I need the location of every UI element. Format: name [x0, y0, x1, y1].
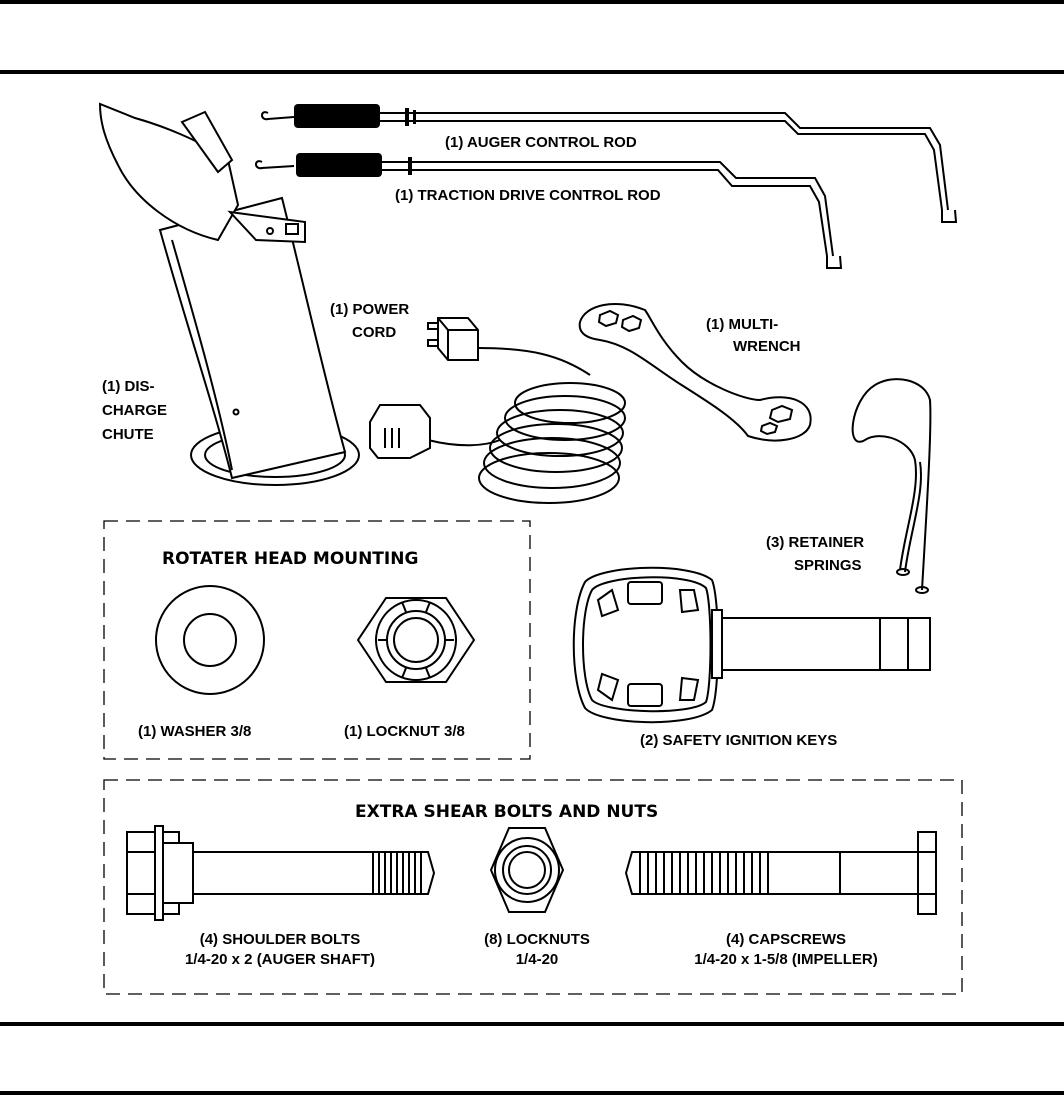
retainer-label-2: SPRINGS	[794, 557, 862, 574]
washer-label: (1) WASHER 3/8	[138, 723, 251, 740]
locknut-1-4	[489, 827, 565, 913]
multi-wrench-label-1: (1) MULTI-	[706, 316, 778, 333]
retainer-spring	[851, 378, 932, 594]
shear-bolts-heading: EXTRA SHEAR BOLTS AND NUTS	[355, 802, 658, 822]
header-rule	[0, 70, 1064, 74]
traction-drive-control-rod	[255, 153, 843, 269]
washer-3-8	[155, 585, 265, 695]
retainer-label-1: (3) RETAINER	[766, 534, 864, 551]
ignition-keys-label: (2) SAFETY IGNITION KEYS	[640, 732, 837, 749]
rotater-head-heading: ROTATER HEAD MOUNTING	[162, 549, 418, 569]
auger-control-rod-label: (1) AUGER CONTROL ROD	[445, 134, 637, 151]
capscrews-label-1: (4) CAPSCREWS	[726, 931, 846, 948]
safety-ignition-key	[572, 566, 931, 724]
auger-control-rod	[261, 104, 958, 223]
shear-bolts-box	[103, 779, 963, 995]
chute-label-1: (1) DIS-	[102, 378, 155, 395]
locknuts-label-2: 1/4-20	[516, 951, 559, 968]
locknut-3-8	[356, 597, 476, 683]
capscrews-label-2: 1/4-20 x 1-5/8 (IMPELLER)	[694, 951, 877, 968]
chute-label-2: CHARGE	[102, 402, 167, 419]
shoulder-bolts-label-1: (4) SHOULDER BOLTS	[200, 931, 361, 948]
locknuts-label-1: (8) LOCKNUTS	[484, 931, 590, 948]
bottom-rule	[0, 1091, 1064, 1095]
footer-rule	[0, 1022, 1064, 1026]
shoulder-bolt	[126, 825, 436, 921]
capscrew	[624, 831, 937, 915]
traction-rod-label: (1) TRACTION DRIVE CONTROL ROD	[395, 187, 661, 204]
top-rule	[0, 0, 1064, 4]
chute-label-3: CHUTE	[102, 426, 154, 443]
multi-wrench	[578, 303, 812, 442]
power-cord	[369, 317, 626, 504]
power-cord-label-1: (1) POWER	[330, 301, 409, 318]
locknut-3-8-label: (1) LOCKNUT 3/8	[344, 723, 465, 740]
power-cord-label-2: CORD	[352, 324, 396, 341]
shoulder-bolts-label-2: 1/4-20 x 2 (AUGER SHAFT)	[185, 951, 375, 968]
discharge-chute	[98, 102, 360, 486]
multi-wrench-label-2: WRENCH	[733, 338, 801, 355]
